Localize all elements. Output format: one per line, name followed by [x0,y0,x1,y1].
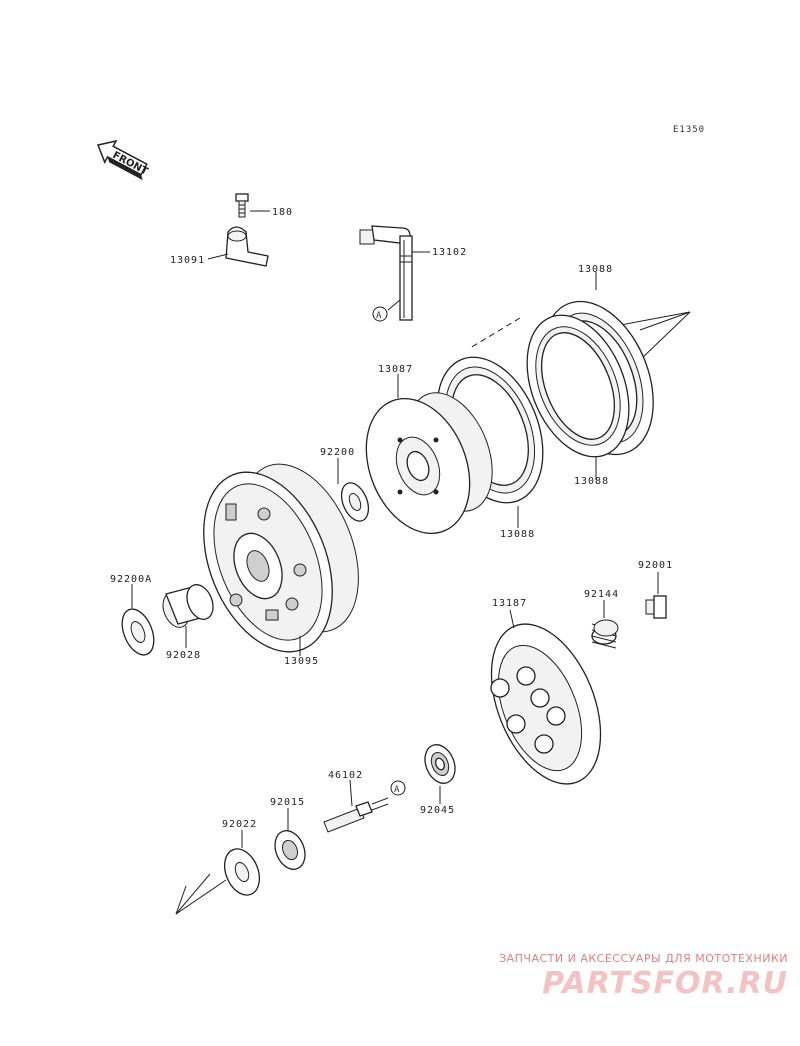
label-92022: 92022 [222,819,257,830]
label-92001: 92001 [638,560,673,571]
sleeve-92028 [162,584,214,628]
watermark-logo: PARTSFOR.RU [542,966,788,1001]
front-arrow-icon: FRONT [96,139,150,181]
bearing-92045 [424,744,456,784]
clutch-housing-13095 [203,463,359,653]
watermark-tagline: ЗАПЧАСТИ И АКСЕССУАРЫ ДЛЯ МОТОТЕХНИКИ [499,952,788,965]
label-13091: 13091 [170,255,205,266]
label-92045: 92045 [420,805,455,816]
washer-92022 [224,848,260,896]
release-lever-13102 [359,225,430,321]
label-13102: 13102 [432,247,467,258]
diagram-code: E1350 [673,125,705,135]
ref-marker-a-top: A [372,306,388,322]
label-13088-top: 13088 [578,264,613,275]
label-92200a: 92200A [110,574,152,585]
label-46102: 46102 [328,770,363,781]
ref-marker-a-bottom: A [390,780,406,796]
label-13087: 13087 [378,364,413,375]
svg-text:A: A [376,311,382,321]
label-13088-mid: 13088 [574,476,609,487]
label-13095: 13095 [284,656,319,667]
bracket-13091 [207,226,269,267]
nut-92015 [274,830,306,870]
push-rod-46102 [323,797,389,833]
washer-92200 [340,482,370,522]
label-92028: 92028 [166,650,201,661]
svg-text:A: A [394,785,400,795]
pressure-plate-13187 [490,623,602,785]
label-92144: 92144 [584,589,619,600]
clutch-hub-13087 [365,392,493,534]
spring-92144 [591,619,619,649]
label-92200: 92200 [320,447,355,458]
label-92015: 92015 [270,797,305,808]
washer-92200a [121,608,155,656]
label-13088-low: 13088 [500,529,535,540]
bolt-92001 [645,595,667,619]
label-13187: 13187 [492,598,527,609]
steel-plate-13088 [526,314,630,458]
bolt-180 [235,193,270,218]
label-180: 180 [272,207,293,218]
